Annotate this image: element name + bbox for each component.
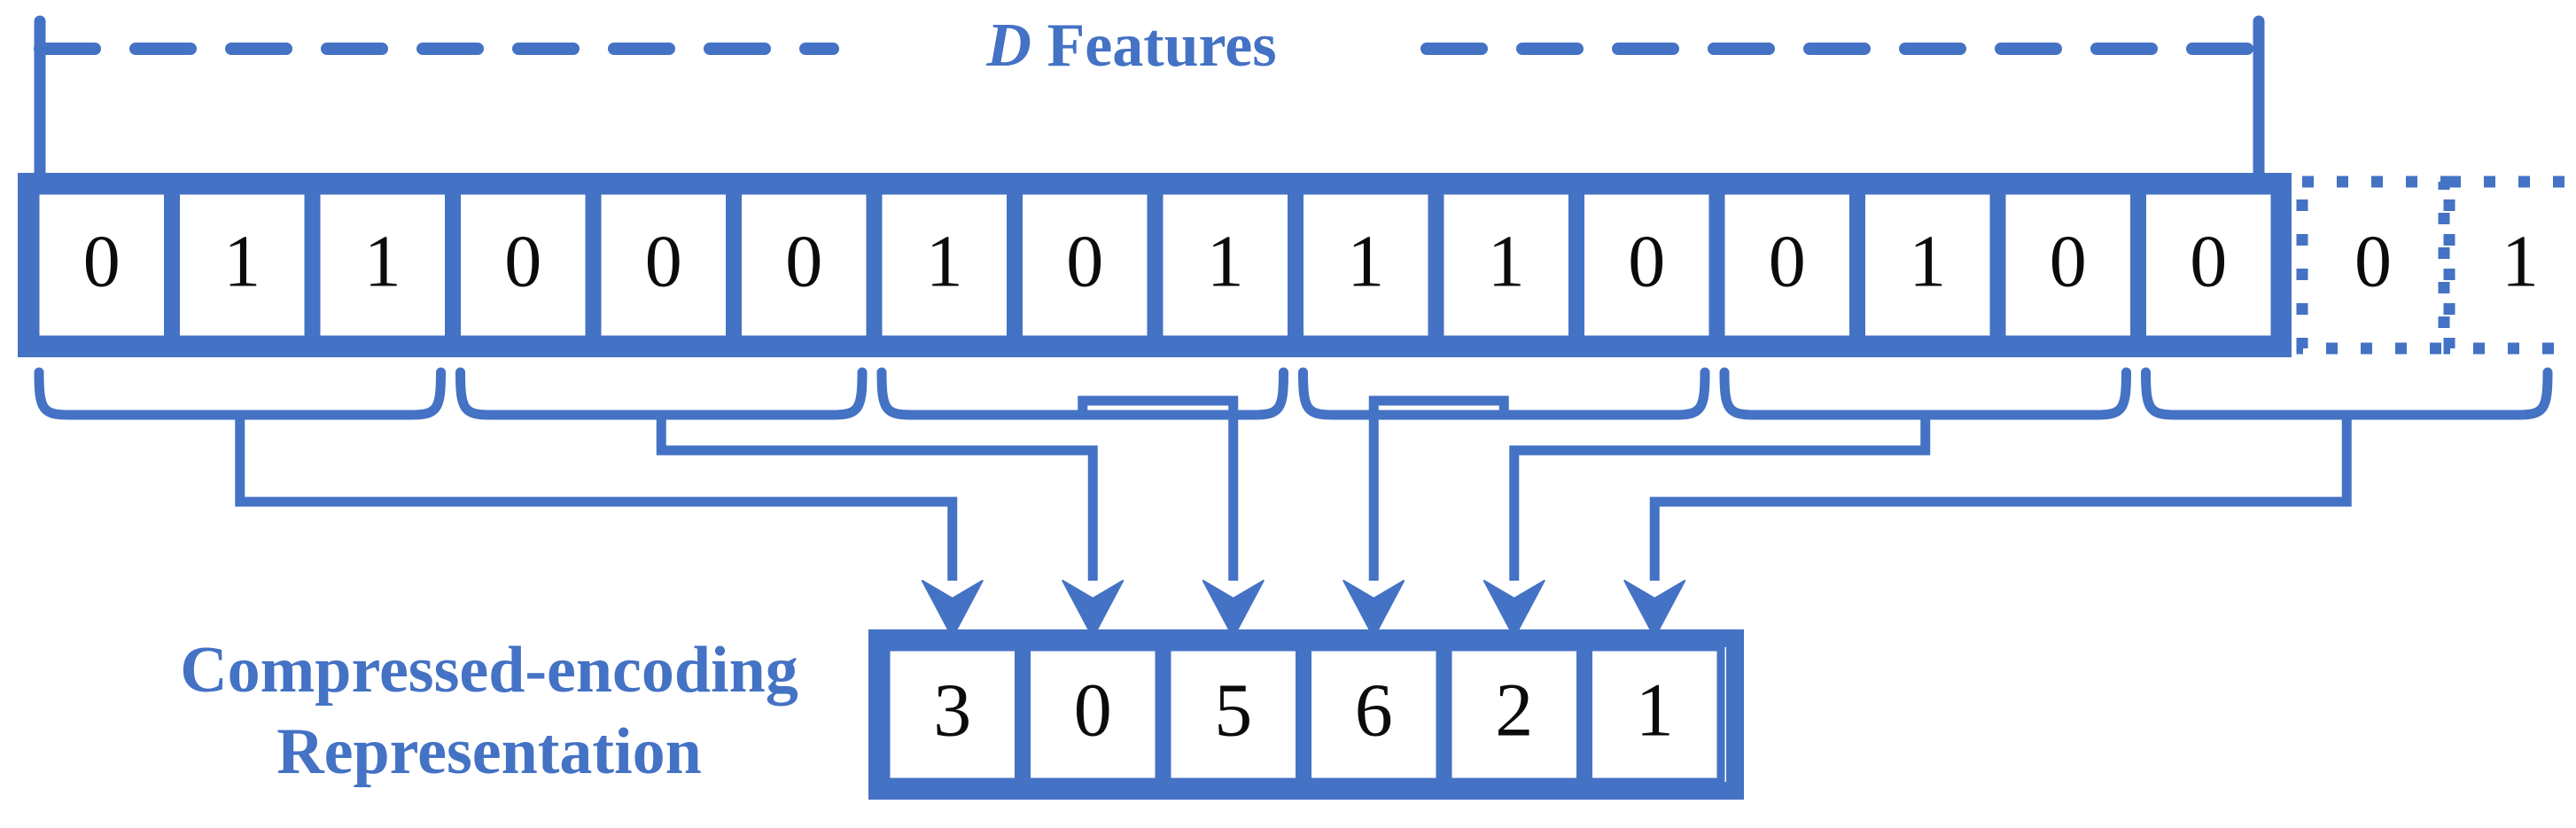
group-brace [1719, 367, 2131, 420]
feature-bit-cell [453, 186, 594, 344]
feature-bit-value: 1 [364, 220, 401, 302]
compressed-code-cell [1023, 643, 1163, 786]
feature-vector-cells: 0 1 1 0 0 0 1 0 1 1 1 0 0 1 0 0 [31, 186, 2279, 344]
feature-bit-value: 0 [1066, 220, 1103, 302]
feature-bit-value: 1 [1909, 220, 1946, 302]
feature-bit-cell [1296, 186, 1436, 344]
feature-bit-cell [1716, 186, 1857, 344]
feature-vector-container [18, 173, 2292, 357]
feature-bit-cell [1576, 186, 1717, 344]
compressed-representation-cells: 3 0 5 6 2 1 [882, 643, 1725, 786]
compressed-code-cell [1444, 643, 1584, 786]
feature-bit-value: 1 [1488, 220, 1525, 302]
feature-bit-cell [1155, 186, 1296, 344]
routing-connector [235, 415, 958, 581]
routing-connector [1368, 395, 1509, 581]
feature-bit-value: 0 [83, 220, 121, 302]
features-span-label: D Features [985, 12, 1276, 80]
group-braces [34, 367, 2553, 420]
routing-connectors [235, 395, 2352, 581]
arrow-head-icon [1483, 580, 1545, 638]
arrow-head-icon [1623, 580, 1686, 638]
features-span-bracket [34, 15, 2265, 188]
routing-connector [1509, 415, 1931, 581]
feature-bit-cell [593, 186, 734, 344]
feature-bit-cell [172, 186, 313, 344]
feature-bit-value-continuation: 1 [2502, 220, 2539, 302]
compressed-code-value: 1 [1636, 668, 1674, 753]
arrow-heads [921, 580, 1686, 638]
group-brace [2141, 367, 2553, 420]
feature-bit-value: 1 [1207, 220, 1244, 302]
feature-bit-value: 0 [2190, 220, 2227, 302]
compressed-code-cell [1304, 643, 1444, 786]
arrow-head-icon [1202, 580, 1265, 638]
compressed-code-cell [1584, 643, 1725, 786]
arrow-head-icon [921, 580, 984, 638]
feature-bit-cell [874, 186, 1015, 344]
feature-bit-cell [734, 186, 875, 344]
feature-bit-cell [31, 186, 172, 344]
feature-bit-value: 0 [2050, 220, 2087, 302]
features-span-label-emphasis: D [985, 12, 1031, 80]
group-brace [455, 367, 868, 420]
feature-bit-value: 0 [1769, 220, 1806, 302]
compressed-code-cell [1163, 643, 1304, 786]
compressed-code-value: 0 [1074, 668, 1112, 753]
representation-label-line1: Compressed-encoding [180, 634, 798, 707]
feature-bit-value: 0 [1628, 220, 1665, 302]
arrow-head-icon [1342, 580, 1405, 638]
routing-connector [1649, 415, 2352, 581]
feature-bit-value-continuation: 0 [2354, 220, 2392, 302]
compressed-representation-container [868, 629, 1744, 800]
features-span-label-text: Features [1031, 12, 1277, 80]
feature-bit-value: 0 [645, 220, 682, 302]
feature-bit-value: 0 [504, 220, 541, 302]
feature-bit-value: 1 [1347, 220, 1384, 302]
feature-bit-cell [1015, 186, 1156, 344]
compressed-code-value: 6 [1355, 668, 1393, 753]
routing-connector [1078, 395, 1239, 581]
representation-label-line2: Representation [276, 715, 702, 788]
feature-bit-value: 1 [223, 220, 261, 302]
compressed-code-value: 5 [1214, 668, 1252, 753]
feature-bit-value: 1 [926, 220, 963, 302]
feature-bit-cell [1436, 186, 1576, 344]
compressed-code-value: 3 [933, 668, 971, 753]
compressed-code-value: 2 [1495, 668, 1533, 753]
feature-bit-value: 0 [785, 220, 822, 302]
compressed-code-cell [882, 643, 1023, 786]
feature-bit-cell-continuation [2296, 176, 2450, 355]
feature-bit-cell-continuation [2443, 176, 2576, 355]
feature-bit-cell [312, 186, 453, 344]
feature-bit-cell [1997, 186, 2138, 344]
feature-bit-cell [1857, 186, 1998, 344]
arrow-head-icon [1062, 580, 1125, 638]
feature-bit-cell [2138, 186, 2279, 344]
group-brace [34, 367, 446, 420]
routing-connector [656, 415, 1098, 581]
